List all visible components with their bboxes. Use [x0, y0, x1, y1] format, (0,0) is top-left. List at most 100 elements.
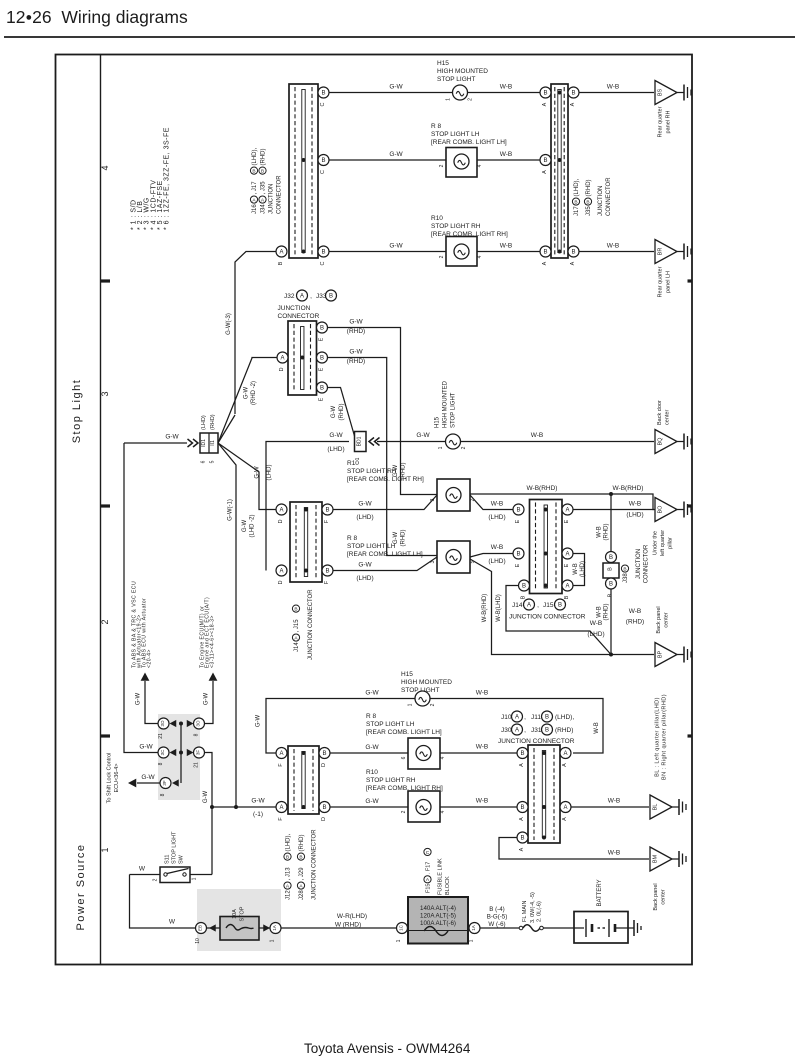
- svg-text:J14: J14: [294, 642, 300, 652]
- svg-text:A: A: [280, 356, 284, 362]
- svg-text:BATTERY: BATTERY: [597, 879, 603, 906]
- svg-text:Under the: Under the: [653, 531, 659, 555]
- svg-text:. F17: . F17: [426, 862, 432, 875]
- svg-text:B: B: [320, 386, 324, 392]
- svg-text:STOP LIGHT: STOP LIGHT: [401, 687, 439, 694]
- svg-text:W-B(RHD): W-B(RHD): [527, 485, 558, 492]
- svg-text:B: B: [325, 569, 329, 575]
- svg-text:R10: R10: [366, 769, 378, 776]
- svg-text:2: 2: [439, 164, 445, 167]
- svg-text:Engine and ECT ECU(A/T): Engine and ECT ECU(A/T): [205, 597, 211, 668]
- svg-text:(LHD -2): (LHD -2): [250, 514, 256, 537]
- svg-text:B: B: [321, 250, 325, 256]
- svg-text:G-W: G-W: [139, 744, 153, 751]
- svg-text:Back panel: Back panel: [656, 606, 662, 633]
- svg-text:G-W: G-W: [256, 714, 262, 727]
- svg-text:3O: 3O: [196, 720, 201, 727]
- svg-text:100A ALT(-6): 100A ALT(-6): [420, 920, 456, 927]
- svg-text:S11: S11: [165, 855, 171, 864]
- svg-text:<20-4>: <20-4>: [147, 649, 153, 668]
- svg-text:panel RH: panel RH: [666, 111, 672, 134]
- svg-text:JUNCTION CONNECTOR: JUNCTION CONNECTOR: [509, 614, 586, 621]
- svg-text:, J15: , J15: [294, 619, 300, 633]
- svg-text:B: B: [609, 582, 613, 588]
- svg-text:panel LH: panel LH: [666, 271, 672, 293]
- svg-text:C: C: [320, 170, 326, 174]
- svg-text:G-W: G-W: [255, 466, 261, 479]
- svg-text:2: 2: [468, 98, 474, 101]
- svg-text:B: B: [516, 552, 520, 558]
- svg-text:B: B: [571, 250, 575, 256]
- svg-text:A: A: [519, 817, 525, 821]
- svg-text:J28: J28: [299, 890, 305, 900]
- svg-text:,: ,: [537, 602, 539, 609]
- svg-text:* 5 : 1AZ-FSE: * 5 : 1AZ-FSE: [157, 180, 164, 230]
- svg-text:* 2 : L/B: * 2 : L/B: [137, 201, 144, 230]
- svg-text:STOP LIGHT: STOP LIGHT: [172, 831, 178, 864]
- svg-text:F: F: [278, 817, 284, 821]
- svg-text:(RHD): (RHD): [586, 179, 592, 196]
- svg-text:D: D: [279, 367, 285, 371]
- svg-text:To Shift Lock Control: To Shift Lock Control: [107, 753, 113, 804]
- svg-text:[REAR COMB. LIGHT LH]: [REAR COMB. LIGHT LH]: [366, 729, 442, 736]
- svg-text:[REAR COMB. LIGHT RH]: [REAR COMB. LIGHT RH]: [347, 476, 424, 483]
- svg-text:W-B: W-B: [476, 690, 489, 697]
- svg-text:G-W: G-W: [329, 432, 343, 439]
- svg-text:(-1): (-1): [253, 811, 263, 818]
- svg-text:W-B: W-B: [500, 243, 513, 250]
- svg-text:CONNECTOR: CONNECTOR: [277, 175, 283, 214]
- svg-text:G-W: G-W: [165, 434, 179, 441]
- svg-text:D: D: [278, 580, 284, 584]
- svg-text:STOP LIGHT RH: STOP LIGHT RH: [431, 223, 481, 230]
- svg-text:G-W(-3): G-W(-3): [226, 313, 232, 335]
- svg-text:B: B: [299, 854, 302, 860]
- svg-text:B: B: [545, 715, 549, 721]
- svg-text:J12: J12: [286, 890, 292, 900]
- svg-text:G-W: G-W: [389, 243, 403, 250]
- svg-text:(LHD): (LHD): [587, 631, 604, 638]
- svg-text:center: center: [661, 889, 667, 904]
- svg-text:(LHD),: (LHD),: [574, 178, 580, 196]
- svg-text:A: A: [563, 805, 567, 811]
- svg-text:(LHD): (LHD): [356, 575, 373, 582]
- svg-text:3. 0W(-4, -5): 3. 0W(-4, -5): [530, 892, 536, 923]
- svg-text:B: B: [322, 751, 326, 757]
- svg-text:BL : Left quarter pillar(LHD): BL : Left quarter pillar(LHD): [655, 697, 661, 777]
- svg-text:J35: J35: [586, 206, 592, 216]
- svg-text:A: A: [279, 569, 283, 575]
- svg-text:B: B: [329, 294, 333, 300]
- svg-text:2: 2: [100, 619, 110, 624]
- svg-text:1: 1: [408, 703, 414, 706]
- svg-text:A: A: [562, 817, 568, 821]
- svg-text:6: 6: [401, 756, 407, 759]
- svg-text:2. 0L(-6): 2. 0L(-6): [537, 901, 543, 922]
- svg-text:10: 10: [195, 938, 201, 944]
- svg-text:, J35: , J35: [261, 181, 267, 195]
- svg-text:A: A: [565, 508, 569, 514]
- svg-text:A: A: [300, 294, 304, 300]
- svg-text:B: B: [543, 158, 547, 164]
- svg-text:B: B: [294, 606, 297, 612]
- svg-text:E: E: [515, 519, 521, 523]
- svg-text:Toyota Avensis - OWM4264: Toyota Avensis - OWM4264: [304, 1041, 471, 1056]
- svg-text:Back panel: Back panel: [653, 883, 659, 910]
- svg-text:STOP LIGHT LH: STOP LIGHT LH: [347, 543, 396, 550]
- svg-text:STOP LIGHT: STOP LIGHT: [451, 392, 457, 428]
- svg-text:G-W: G-W: [365, 798, 379, 805]
- svg-text:R10: R10: [431, 215, 443, 222]
- svg-text:W-B: W-B: [476, 744, 489, 751]
- svg-text:ECU<36-4>: ECU<36-4>: [114, 763, 120, 792]
- svg-text:B: B: [543, 250, 547, 256]
- svg-text:left quarter: left quarter: [660, 530, 666, 556]
- svg-text:, J17: , J17: [252, 181, 258, 195]
- svg-text:JUNCTION: JUNCTION: [278, 305, 311, 312]
- svg-text:3: 3: [100, 391, 110, 396]
- svg-text:* 3 : W/G: * 3 : W/G: [144, 197, 151, 230]
- svg-text:[REAR COMB. LIGHT LH]: [REAR COMB. LIGHT LH]: [347, 551, 423, 558]
- svg-text:J10: J10: [501, 714, 512, 721]
- svg-text:3O: 3O: [160, 720, 165, 727]
- svg-text:J16: J16: [252, 204, 258, 214]
- svg-text:F: F: [324, 519, 330, 523]
- svg-text:BL: BL: [653, 804, 659, 811]
- svg-text:W-B: W-B: [594, 722, 600, 734]
